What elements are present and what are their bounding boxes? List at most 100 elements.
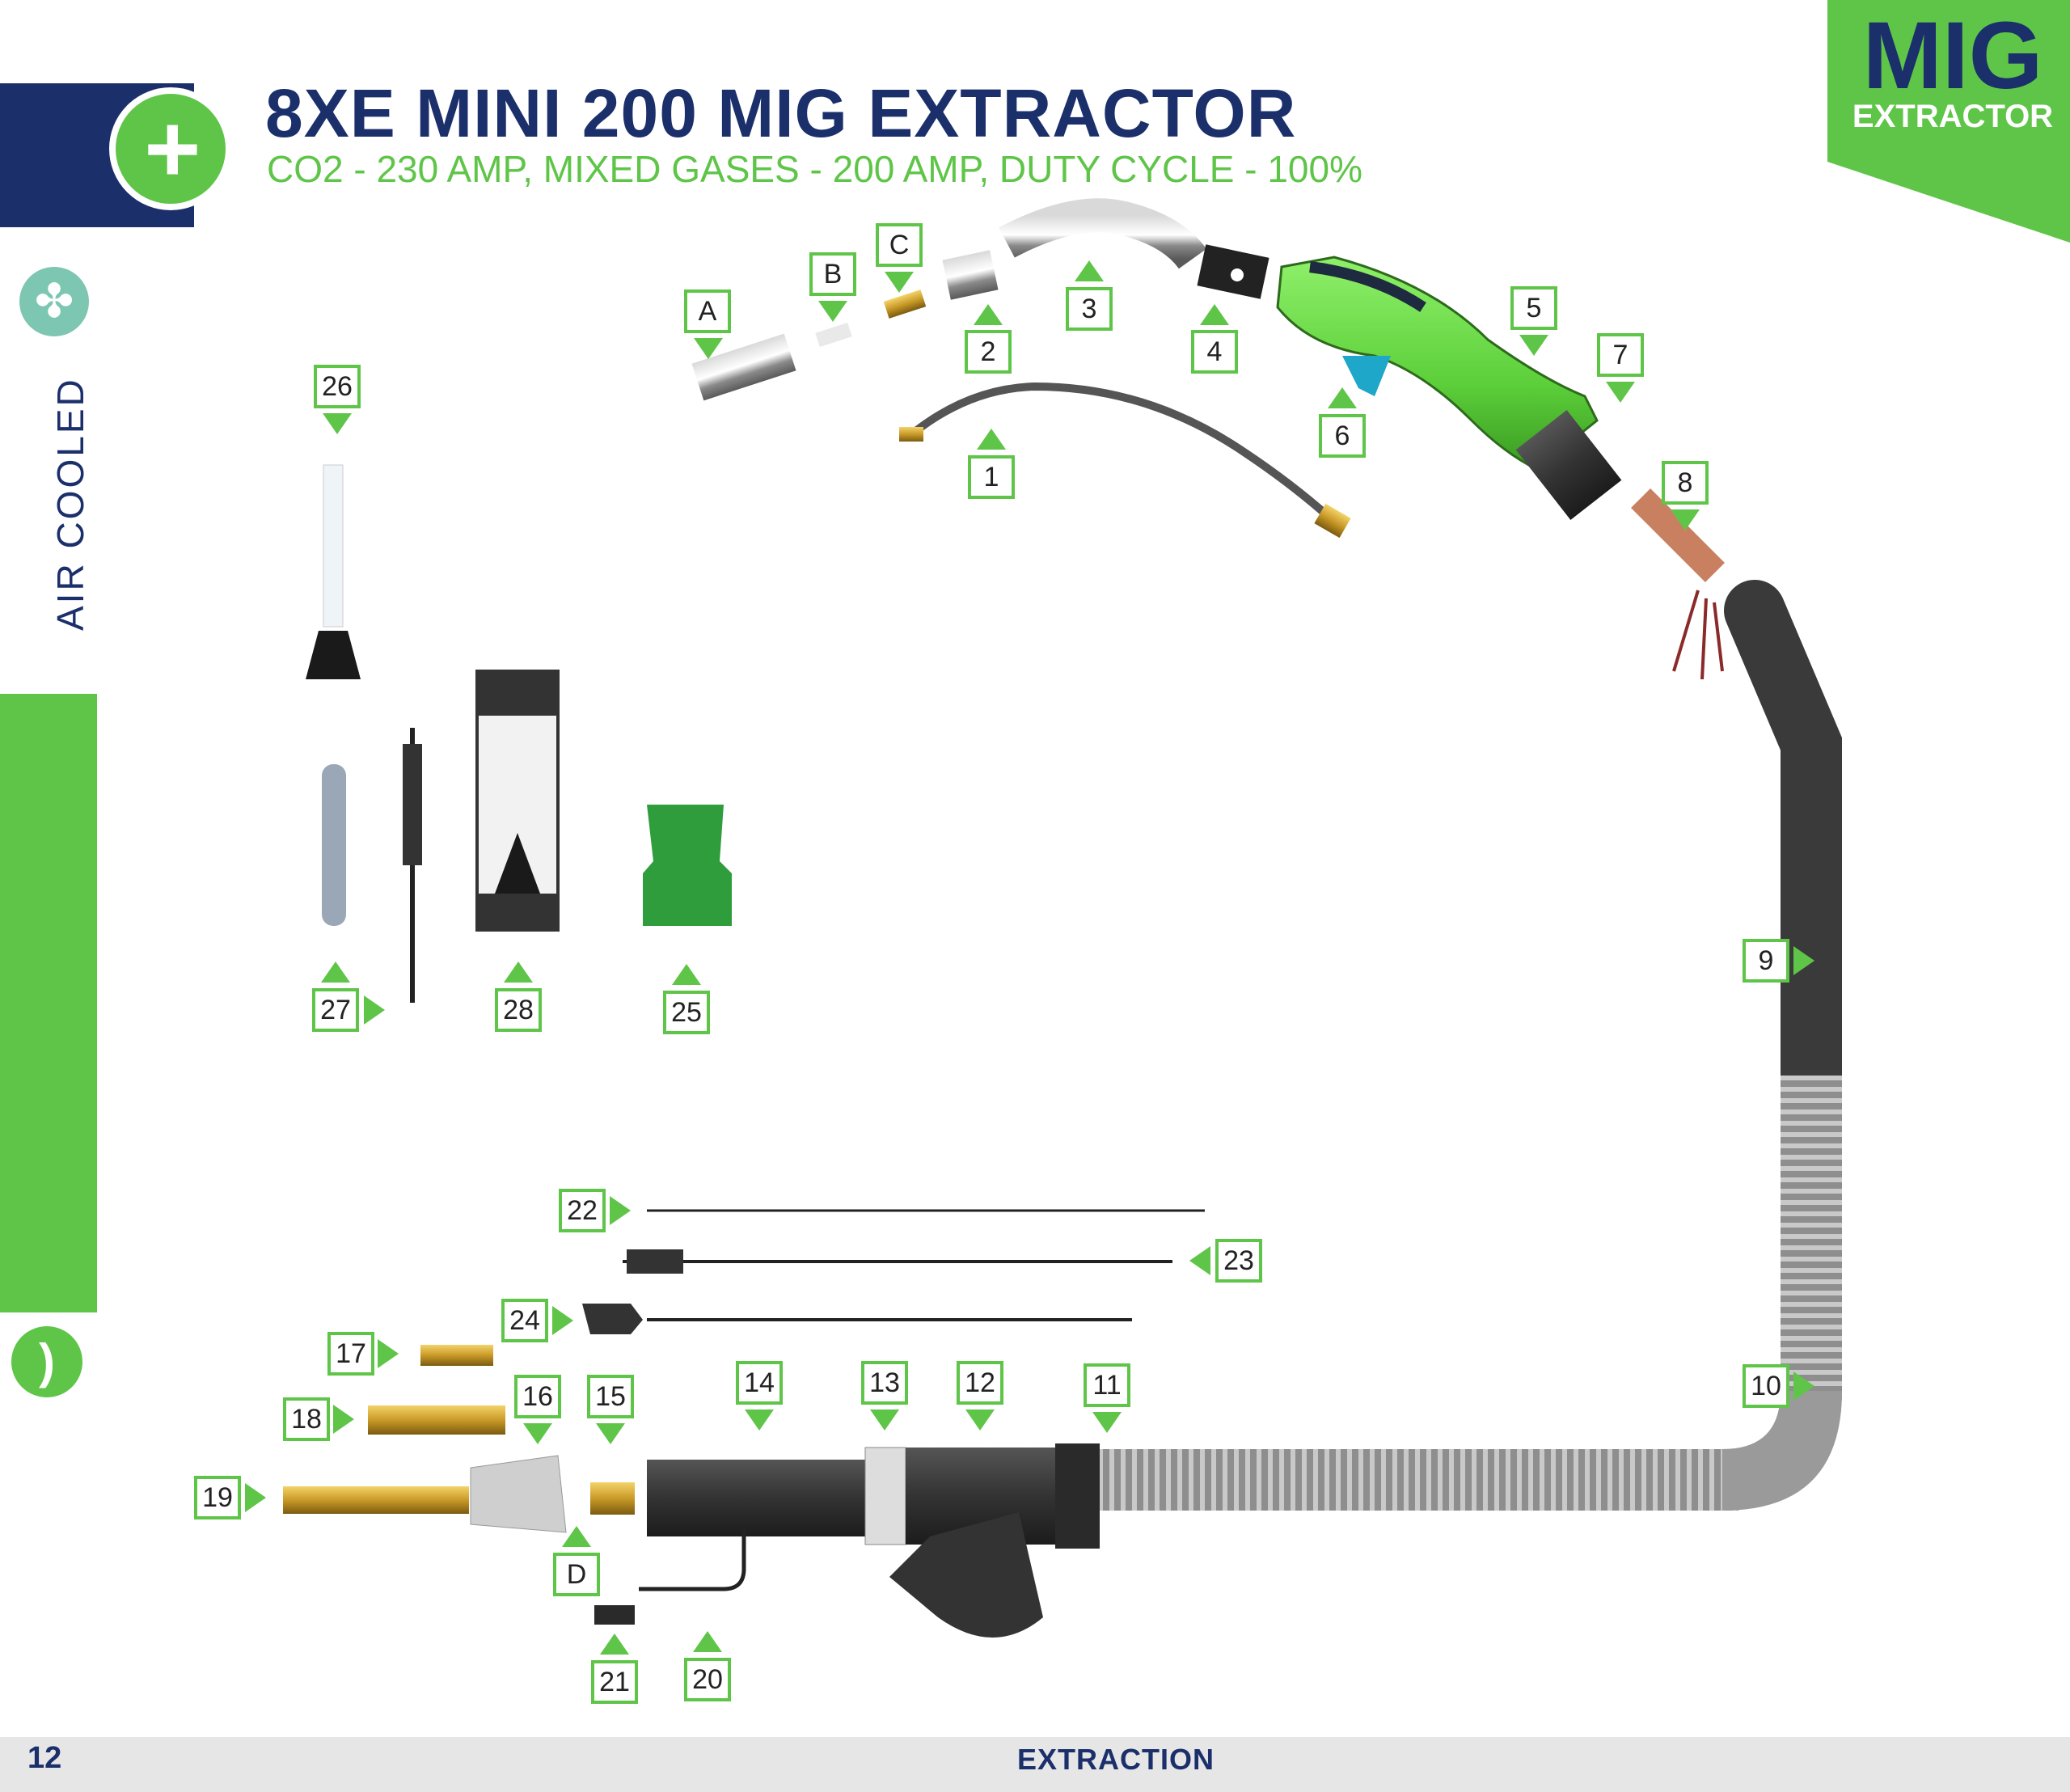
callout-8-arrow [1671,509,1700,530]
callout-11-arrow [1092,1412,1122,1433]
brass-18 [368,1405,505,1435]
callout-4-arrow [1200,304,1229,325]
callout-24-arrow [552,1306,573,1335]
callout-14: 14 [736,1361,783,1405]
callout-C-arrow [885,272,914,293]
swoosh-icon-glyph: ) [39,1334,55,1388]
corrugated-hose-horizontal [1092,1449,1738,1511]
callout-9: 9 [1743,939,1789,983]
ring-11 [1055,1443,1100,1549]
callout-26: 26 [314,365,361,408]
brass-15 [590,1482,635,1515]
callout-27-arrow [321,962,350,983]
swoosh-icon [11,1326,82,1397]
callout-13-arrow [870,1410,899,1431]
callout-21-arrow [600,1634,629,1655]
callout-15-arrow [596,1423,625,1444]
rear-body-14 [647,1460,873,1536]
callout-17: 17 [327,1332,374,1376]
ring-13 [864,1447,906,1545]
neck [999,198,1207,269]
callout-18: 18 [283,1397,330,1441]
callout-22-arrow [610,1196,631,1225]
callout-17-arrow [378,1339,399,1368]
green-coupler-25 [643,805,732,926]
callout-6: 6 [1319,414,1366,458]
callout-22: 22 [559,1189,606,1232]
callout-A: A [684,290,731,333]
page-number: 12 [27,1741,62,1775]
callout-3: 3 [1066,287,1113,331]
callout-D-arrow [562,1526,591,1547]
torch-logo-icon [109,87,232,210]
callout-27-brush-arrow [364,995,385,1025]
liner [910,382,1337,525]
callout-12: 12 [957,1361,1003,1405]
callout-7-arrow [1606,382,1635,403]
callout-14-arrow [745,1410,774,1431]
callout-25-arrow [672,964,701,985]
fitting-21 [594,1605,635,1625]
callout-12-arrow [965,1410,995,1431]
callout-2-arrow [974,304,1003,325]
callout-1: 1 [968,455,1015,499]
callout-20: 20 [684,1658,731,1701]
callout-18-arrow [333,1405,354,1434]
handle-nut [1515,410,1622,520]
tip-holder-C [883,290,927,319]
callout-15: 15 [587,1375,634,1418]
air-cooled-label: AIR COOLED [49,377,91,631]
corrugated-hose [1092,1076,1842,1511]
callout-B-arrow [818,301,847,322]
footer-section-label: EXTRACTION [1017,1743,1215,1776]
trigger [1342,356,1391,396]
callout-B: B [809,252,856,296]
callout-1-arrow [977,429,1006,450]
fan-icon-glyph: ✤ [34,275,74,328]
brass-17 [420,1345,493,1366]
callout-2: 2 [965,330,1012,374]
callout-4: 4 [1191,330,1238,374]
callout-19: 19 [194,1476,241,1519]
callout-23-arrow [1189,1246,1210,1275]
spanner-tool-27 [322,764,346,926]
callout-16-arrow [523,1423,552,1444]
callout-27: 27 [312,988,359,1032]
callout-D: D [553,1553,600,1596]
callout-25: 25 [663,991,710,1034]
callout-11: 11 [1084,1363,1130,1407]
sight-tube-26 [323,464,344,628]
callout-23: 23 [1215,1239,1262,1283]
callout-8: 8 [1662,461,1709,505]
callout-5-arrow [1519,335,1548,356]
clean-air-band [0,694,97,1312]
callout-6-arrow [1328,387,1357,408]
callout-21: 21 [591,1660,638,1704]
callout-28-arrow [504,962,533,983]
callout-19-arrow [245,1483,266,1512]
page-title: 8XE MINI 200 MIG EXTRACTOR [265,75,1297,151]
callout-9-arrow [1793,946,1814,975]
callout-24: 24 [501,1299,548,1342]
callout-7: 7 [1597,333,1644,377]
nozzle-A [691,333,796,401]
callout-13: 13 [861,1361,908,1405]
insulator-B [815,322,852,348]
page-subtitle: CO2 - 230 AMP, MIXED GASES - 200 AMP, DU… [267,148,1363,190]
footer-bar [0,1737,2070,1792]
callout-28: 28 [495,988,542,1032]
callout-20-arrow [693,1631,722,1652]
callout-16: 16 [514,1375,561,1418]
extraction-port [889,1512,1043,1638]
nut-16 [470,1455,567,1533]
clean-air-label: CLEAN AIR [88,785,179,1237]
corner-tag [1827,0,2070,243]
rear-connector-8 [1631,488,1725,582]
callout-10-arrow [1793,1371,1814,1401]
callout-A-arrow [694,338,723,359]
callout-5: 5 [1510,286,1557,330]
cable-outer-sleeve [1724,580,1842,1114]
callout-C: C [876,223,923,267]
callout-3-arrow [1075,260,1104,281]
